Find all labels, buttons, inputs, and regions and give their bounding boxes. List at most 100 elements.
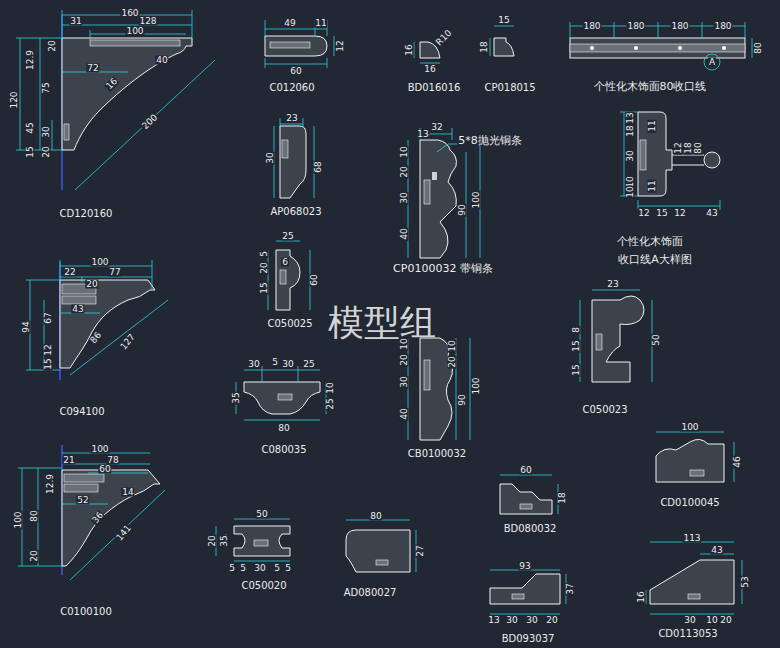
dimension-label: 100 — [680, 423, 699, 432]
part-code: C080035 — [260, 445, 307, 455]
part-code: C012060 — [268, 83, 315, 93]
dimension-label: 10 — [400, 145, 409, 158]
dimension-label: 5 — [260, 250, 269, 258]
dimension-label: 20 — [42, 145, 51, 158]
dimension-label: 37 — [566, 582, 575, 595]
dimension-label: 25 — [302, 360, 315, 369]
dimension-label: 12.9 — [46, 473, 55, 495]
dimension-label: 5 — [239, 564, 247, 573]
dimension-label: 18 — [558, 491, 567, 504]
note-label: 5*8抛光铜条 — [457, 135, 523, 146]
part-code: BD016016 — [407, 83, 462, 93]
dimension-label: 30 — [247, 360, 260, 369]
dimension-label: 5 — [284, 564, 292, 573]
dimension-label: 15 — [655, 209, 668, 218]
dimension-label: 127 — [118, 332, 137, 352]
dimension-label: 20 — [545, 616, 558, 625]
dimension-label: 18 — [684, 141, 693, 154]
dimension-label: 12 — [637, 209, 650, 218]
part-code: BD093037 — [501, 634, 556, 644]
dimension-label: 60 — [519, 466, 532, 475]
dimension-label: 43 — [710, 546, 723, 555]
part-code: AP068023 — [269, 207, 322, 217]
dimension-label: 11 — [648, 179, 657, 192]
note-label: CP0100032 带铜条 — [392, 263, 494, 274]
part-code: CD0100045 — [659, 498, 720, 508]
dimension-label: 13 — [416, 130, 429, 139]
dimension-label: 35 — [232, 391, 241, 404]
dimension-label: 100 — [14, 510, 23, 529]
dimension-label: 80 — [369, 512, 382, 521]
dimension-label: 12 — [674, 141, 683, 154]
part-code: C050020 — [240, 581, 287, 591]
dimension-label: 23 — [606, 280, 619, 289]
dimension-label: 10 — [705, 616, 718, 625]
note-label: 收口线A大样图 — [617, 254, 693, 265]
dimension-label: 49 — [283, 19, 296, 28]
part-code: BD080032 — [503, 524, 558, 534]
part-code: C0100100 — [59, 607, 113, 617]
dimension-label: 53 — [741, 575, 750, 588]
dimension-label: 68 — [314, 160, 323, 173]
part-code: CD0113053 — [657, 629, 718, 639]
dimension-label: 60 — [289, 67, 302, 76]
dimension-label: 46 — [733, 455, 742, 468]
dimension-label: 18 — [626, 124, 635, 137]
dimension-label: 5 — [228, 564, 236, 573]
dimension-label: 40 — [400, 407, 409, 420]
dimension-label: 45 — [26, 121, 35, 134]
dimension-label: 100 — [472, 190, 481, 209]
dimension-label: 13 — [626, 111, 635, 124]
dimension-label: 20 — [85, 280, 98, 289]
dimension-label: 10 — [326, 381, 335, 394]
dimension-label: 30 — [266, 151, 275, 164]
dimension-label: 20 — [30, 549, 39, 562]
dimension-label: 30 — [253, 564, 266, 573]
dimension-label: 11 — [314, 19, 327, 28]
dimension-label: 10 — [448, 339, 457, 352]
dimension-label: 50 — [255, 510, 268, 519]
note-label: 个性化木饰面 — [616, 236, 684, 247]
dimension-label: 23 — [285, 114, 298, 123]
dimension-label: 94 — [22, 320, 31, 333]
dimension-label: 30 — [400, 375, 409, 388]
dimension-label: 22 — [63, 268, 76, 277]
dimension-label: 128 — [138, 17, 157, 26]
dimension-label: 20 — [260, 261, 269, 274]
dimension-label: 80 — [694, 141, 703, 154]
dimension-label: 200 — [140, 112, 160, 132]
dimension-label: 75 — [42, 81, 51, 94]
dimension-label: 30 — [626, 149, 635, 162]
dimension-label: R10 — [434, 28, 454, 48]
dimension-label: 16 — [637, 590, 646, 603]
dimension-label: 10 — [626, 185, 635, 198]
dimension-label: 20 — [448, 355, 457, 368]
dimension-label: 21 — [62, 456, 75, 465]
dimension-label: 13 — [487, 616, 500, 625]
part-code: CD120160 — [59, 209, 114, 219]
dimension-label: 30 — [281, 360, 294, 369]
dimension-label: 8 — [572, 326, 581, 334]
dimension-label: 5 — [273, 564, 281, 573]
dimension-label: 90 — [458, 393, 467, 406]
dimension-label: 20 — [400, 353, 409, 366]
dimension-label: 30 — [505, 616, 518, 625]
watermark: 模型组 — [327, 305, 437, 341]
dimension-label: 43 — [71, 305, 84, 314]
dimension-label: 32 — [430, 123, 443, 132]
dimension-label: 25 — [281, 232, 294, 241]
dimension-label: 40 — [155, 56, 168, 65]
dimension-label: 15 — [497, 16, 510, 25]
dimension-label: 180 — [582, 22, 601, 31]
dimension-label: 72 — [86, 64, 99, 73]
part-code: CP018015 — [483, 83, 536, 93]
part-code: AD080027 — [343, 588, 398, 598]
dimension-label: 30 — [400, 191, 409, 204]
dimension-label: 80 — [30, 509, 39, 522]
dimension-label: 93 — [518, 562, 531, 571]
dimension-label: 43 — [705, 209, 718, 218]
dimension-label: 60 — [310, 273, 319, 286]
part-code: C050025 — [266, 319, 313, 329]
dimension-label: 12 — [336, 39, 345, 52]
dimension-label: 20 — [719, 616, 732, 625]
